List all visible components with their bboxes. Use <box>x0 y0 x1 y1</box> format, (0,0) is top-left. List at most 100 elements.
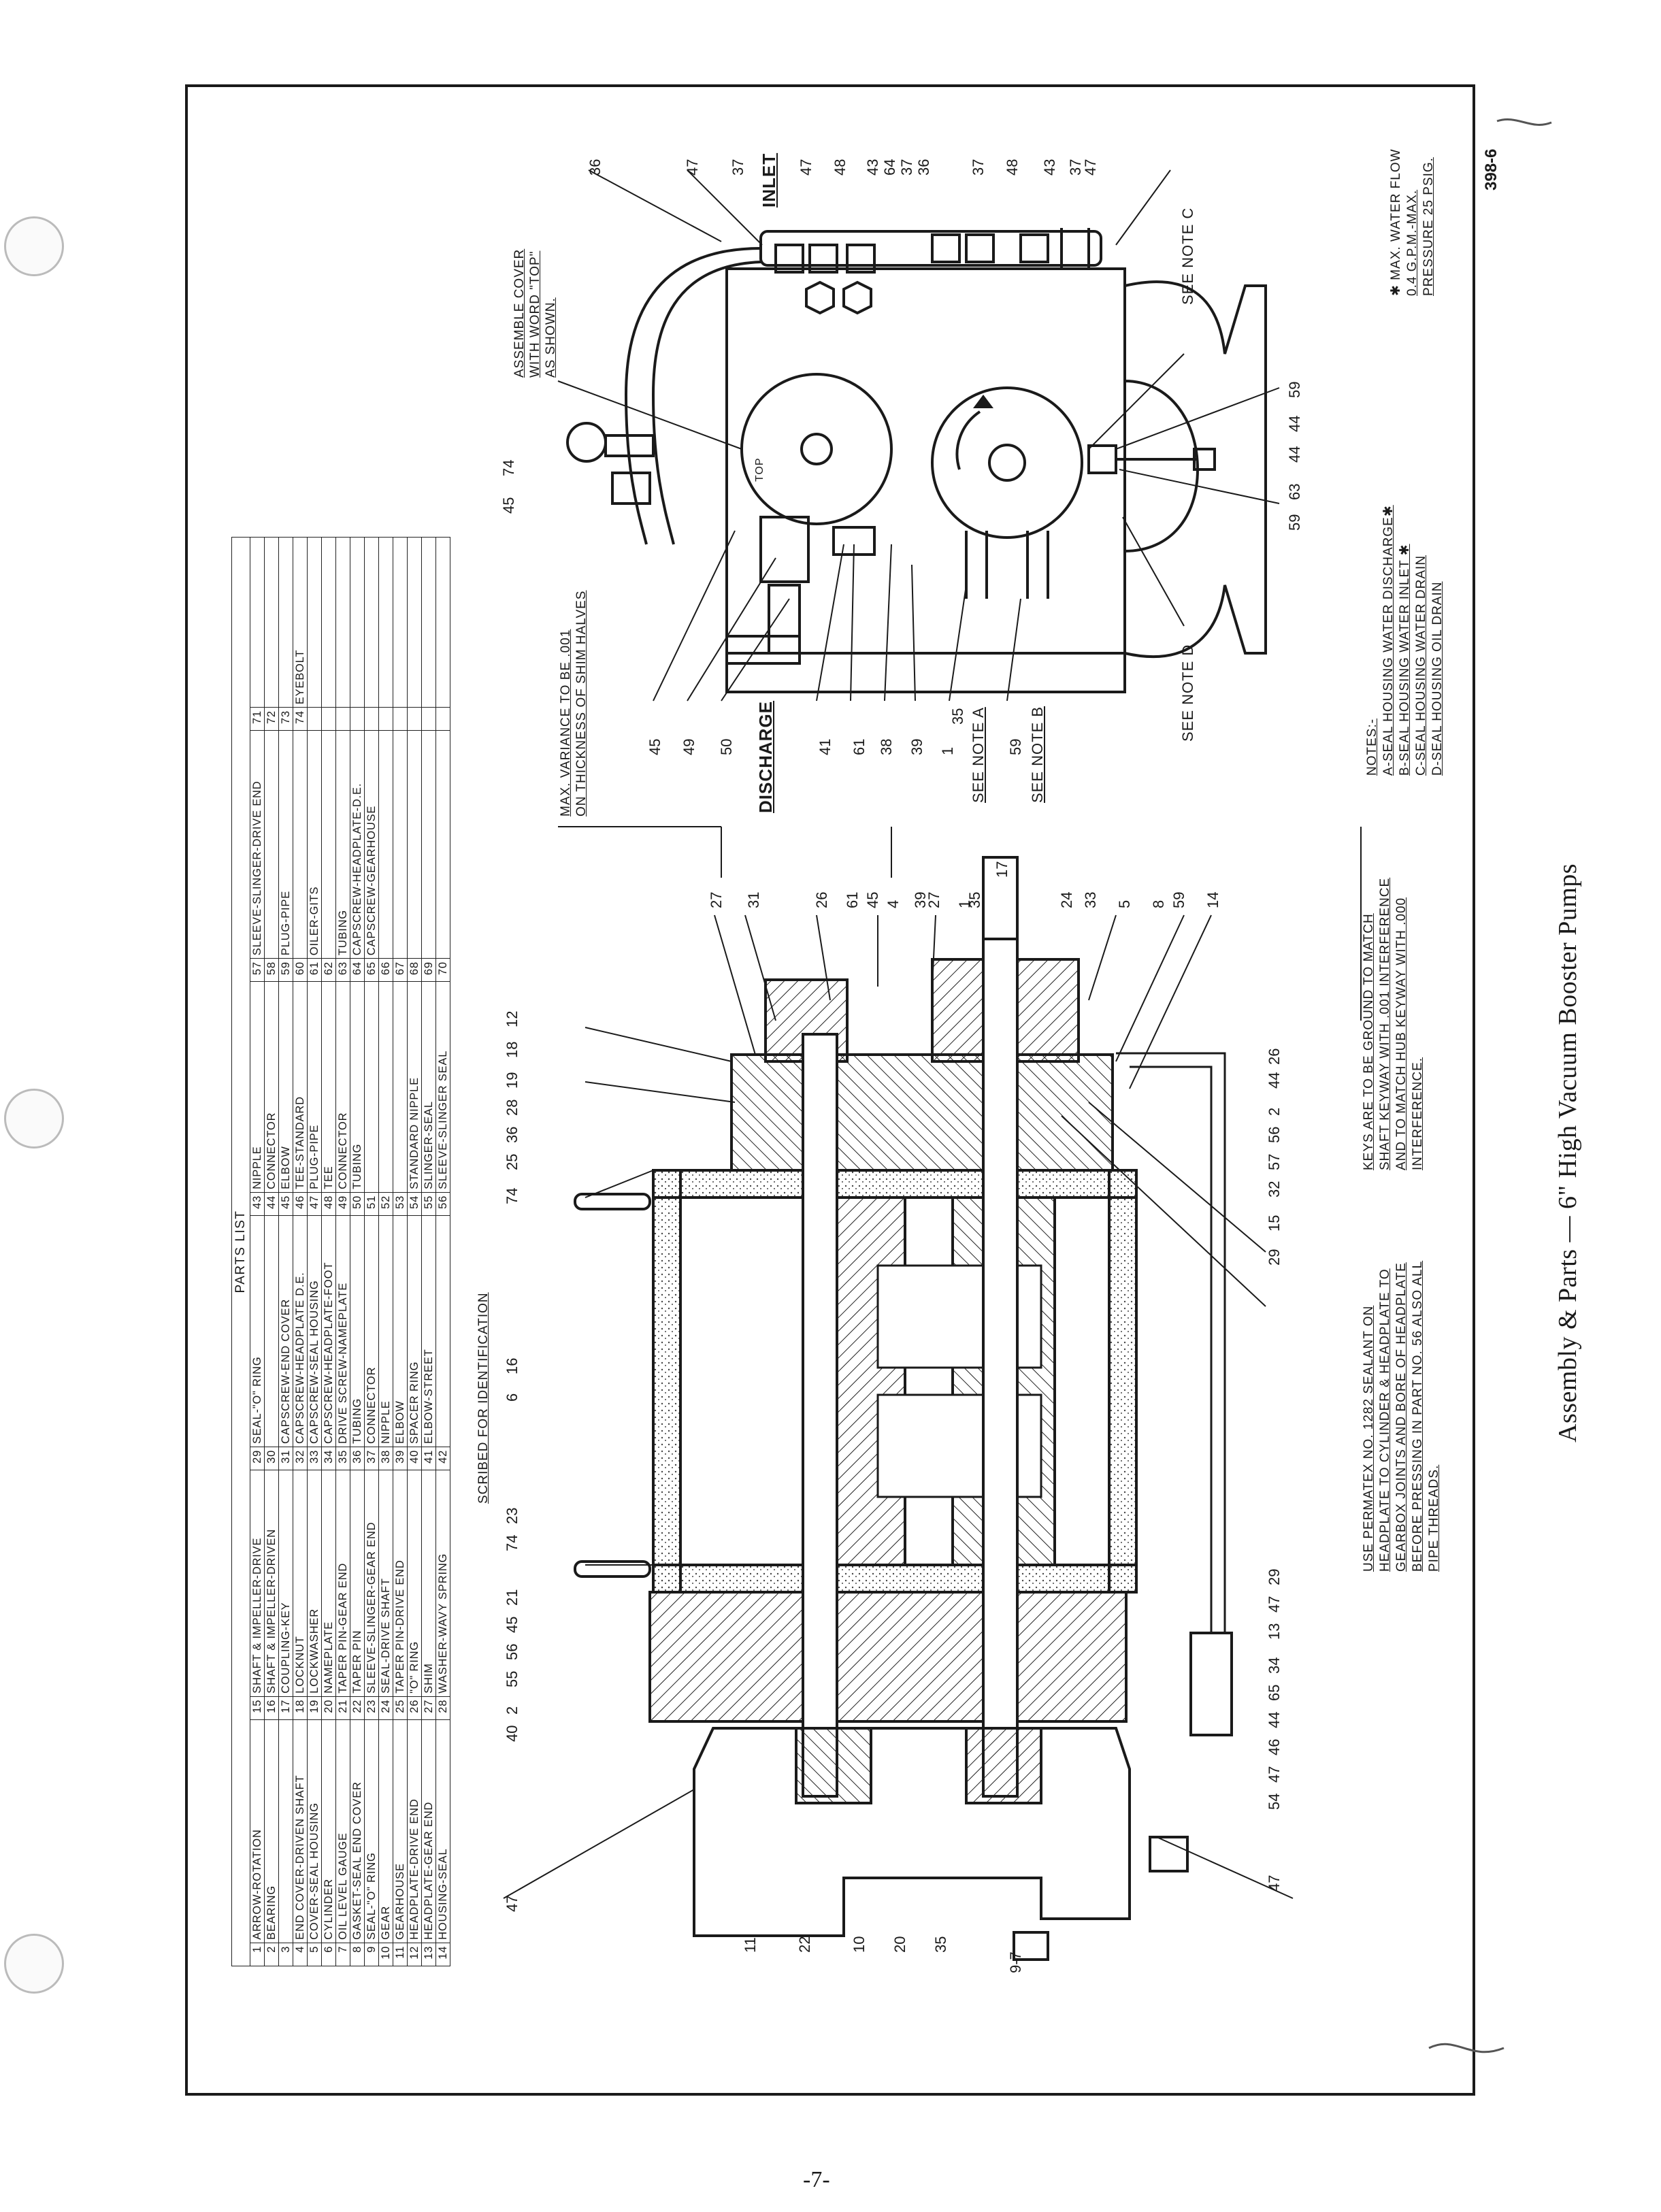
water-flow-note: ✱ MAX. WATER FLOW 0.4 G.P.M.-MAX. PRESSU… <box>1388 148 1437 296</box>
keys-note-line-2: SHAFT KEYWAY WITH .001 INTERFERENCE <box>1378 877 1392 1170</box>
keys-note-line-1: KEYS ARE TO BE GROUND TO MATCH <box>1362 913 1376 1170</box>
callout-number: 29 <box>1266 1568 1283 1585</box>
callout-number: 55 <box>504 1670 521 1687</box>
callout-number: 11 <box>742 1937 759 1953</box>
callout-number: 59 <box>1007 738 1024 755</box>
keys-note: KEYS ARE TO BE GROUND TO MATCH SHAFT KEY… <box>1361 878 1426 1170</box>
callout-number: 45 <box>500 497 517 514</box>
water-flow-line-2: 0.4 G.P.M.-MAX. <box>1405 189 1419 296</box>
assemble-cover-line-3: AS SHOWN. <box>544 297 558 378</box>
see-note-d: SEE NOTE D <box>1179 644 1196 742</box>
punch-hole-bottom <box>4 1934 64 1994</box>
callout-number: 1 <box>939 746 956 755</box>
callout-number: 24 <box>1058 891 1075 908</box>
sealant-note-line-3: GEARBOX JOINTS AND BORE OF HEADPLATE <box>1394 1262 1409 1572</box>
callout-number: 35 <box>932 1936 949 1953</box>
callout-number: 47 <box>1266 1766 1283 1783</box>
callout-number: 15 <box>1266 1215 1283 1232</box>
callout-number: 19 <box>504 1072 521 1089</box>
callout-number: 47 <box>797 159 815 176</box>
callout-number: 61 <box>844 891 861 908</box>
callout-number: 31 <box>745 891 762 908</box>
callout-number: 41 <box>817 738 834 755</box>
callout-number: 21 <box>504 1589 521 1606</box>
revision-mark <box>1496 118 1552 126</box>
callout-number: 35 <box>966 891 983 908</box>
assemble-cover-line-2: WITH WORD "TOP" <box>528 250 542 378</box>
callout-number: 25 <box>504 1153 521 1170</box>
callout-number: 63 <box>1286 483 1303 500</box>
notes-title: NOTES:- <box>1365 718 1379 776</box>
callout-number: 47 <box>1266 1875 1283 1892</box>
callout-number: 74 <box>504 1534 521 1551</box>
callout-number: 36 <box>915 159 932 176</box>
shaft-driven <box>802 1033 838 1798</box>
callout-number: 36 <box>587 159 604 176</box>
callout-number: 26 <box>813 891 830 908</box>
callout-number: 33 <box>1082 891 1099 908</box>
callout-number: 9-7 <box>1007 1951 1024 1973</box>
impeller-bore-driven <box>740 373 893 525</box>
punch-hole-middle <box>4 1089 64 1149</box>
callout-number: 6 <box>504 1393 521 1402</box>
figure-caption: Assembly & Parts — 6" High Vacuum Booste… <box>1553 863 1582 1442</box>
callout-number: 48 <box>1004 159 1021 176</box>
callout-number: 18 <box>504 1041 521 1058</box>
callout-number: 46 <box>1266 1738 1283 1755</box>
callout-number: 74 <box>504 1187 521 1204</box>
callout-number: 37 <box>970 159 987 176</box>
callout-number: 50 <box>718 738 735 755</box>
shaft-drive <box>982 856 1019 1798</box>
keys-note-line-4: INTERFERENCE. <box>1411 1057 1425 1170</box>
water-flow-line-3: PRESSURE 25 PSIG. <box>1421 157 1436 296</box>
callout-number: 56 <box>504 1643 521 1660</box>
callout-number: 59 <box>1286 514 1303 531</box>
sealant-note-line-2: HEADPLATE TO CYLINDER & HEADPLATE TO <box>1378 1268 1392 1572</box>
callout-number: 10 <box>851 1936 868 1953</box>
headplate-gear-end <box>648 1591 1128 1723</box>
callout-number: 44 <box>1286 415 1303 432</box>
rotation-arrow <box>955 410 981 470</box>
drawing-number: 398-6 <box>1482 148 1500 191</box>
note-a: A-SEAL HOUSING WATER DISCHARGE✱ <box>1381 505 1396 776</box>
callout-number: 47 <box>1082 159 1099 176</box>
callout-number: 4 <box>885 899 902 908</box>
section-view <box>574 856 1233 1961</box>
scribed-note: SCRIBED FOR IDENTIFICATION <box>476 1292 491 1504</box>
callout-number: 14 <box>1204 891 1221 908</box>
gear-drive <box>965 1727 1042 1804</box>
callout-number: 74 <box>500 459 517 476</box>
end-view <box>566 228 1267 693</box>
top-mark: TOP <box>754 457 766 482</box>
notes-block: NOTES:- A-SEAL HOUSING WATER DISCHARGE✱ … <box>1364 505 1446 776</box>
callout-number: 13 <box>1266 1623 1283 1640</box>
callout-number: 16 <box>504 1357 521 1374</box>
callout-number: 20 <box>891 1936 908 1953</box>
callout-number: 65 <box>1266 1684 1283 1701</box>
callout-number: 47 <box>1266 1596 1283 1613</box>
callout-number: 22 <box>796 1936 813 1953</box>
callout-number: 34 <box>1266 1657 1283 1674</box>
leader-lines <box>503 169 1362 1899</box>
callout-number: 57 <box>1266 1153 1283 1170</box>
discharge-label: DISCHARGE <box>755 700 776 813</box>
revision-mark-bottom <box>1428 2043 1504 2053</box>
callout-number: 29 <box>1266 1249 1283 1266</box>
assemble-cover-note: ASSEMBLE COVER WITH WORD "TOP" AS SHOWN. <box>512 249 559 378</box>
impeller-bore-drive <box>931 386 1083 539</box>
callout-number: 49 <box>680 738 697 755</box>
callout-number: 56 <box>1266 1126 1283 1143</box>
callout-number: 64 <box>881 159 898 176</box>
callout-number: 47 <box>684 159 701 176</box>
max-variance-line-1: MAX. VARIANCE TO BE .001 <box>559 629 573 816</box>
callout-number: 37 <box>898 159 915 176</box>
see-note-c: SEE NOTE C <box>1179 207 1196 305</box>
callout-number: 28 <box>504 1099 521 1116</box>
callout-number: 45 <box>864 891 881 908</box>
callout-number: 12 <box>504 1010 521 1027</box>
callout-number: 40 <box>504 1725 521 1742</box>
callout-number: 2 <box>1266 1107 1283 1116</box>
callout-number: 39 <box>908 738 925 755</box>
water-flow-line-1: ✱ MAX. WATER FLOW <box>1389 148 1403 296</box>
